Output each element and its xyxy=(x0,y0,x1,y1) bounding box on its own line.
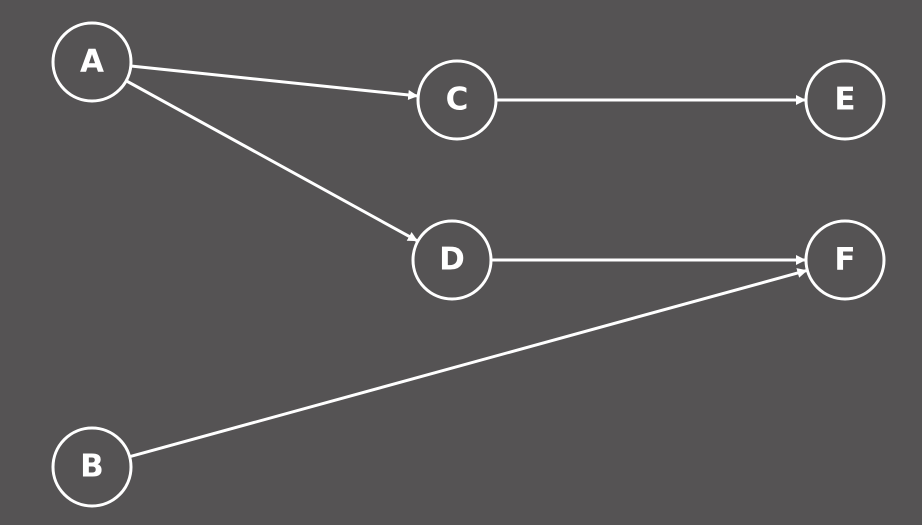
node-a: A xyxy=(51,21,133,103)
node-circle xyxy=(411,219,493,301)
node-e: E xyxy=(804,59,886,141)
node-label: E xyxy=(834,82,855,118)
edge-a-to-c xyxy=(130,64,419,100)
edge-b-to-f xyxy=(129,268,808,459)
edge-a-to-d xyxy=(125,79,418,243)
node-circle xyxy=(416,59,498,141)
node-f: F xyxy=(804,219,886,301)
node-circle xyxy=(51,21,133,103)
node-d: D xyxy=(411,219,493,301)
node-circle xyxy=(804,219,886,301)
node-label: A xyxy=(80,44,104,80)
node-c: C xyxy=(416,59,498,141)
node-circle xyxy=(804,59,886,141)
node-label: B xyxy=(80,449,104,485)
node-label: F xyxy=(834,242,855,278)
node-b: B xyxy=(51,426,133,508)
nodes-layer: A B C D E F xyxy=(51,21,886,508)
edges-layer xyxy=(125,64,808,459)
node-label: D xyxy=(439,242,465,278)
node-circle xyxy=(51,426,133,508)
node-label: C xyxy=(446,82,469,118)
